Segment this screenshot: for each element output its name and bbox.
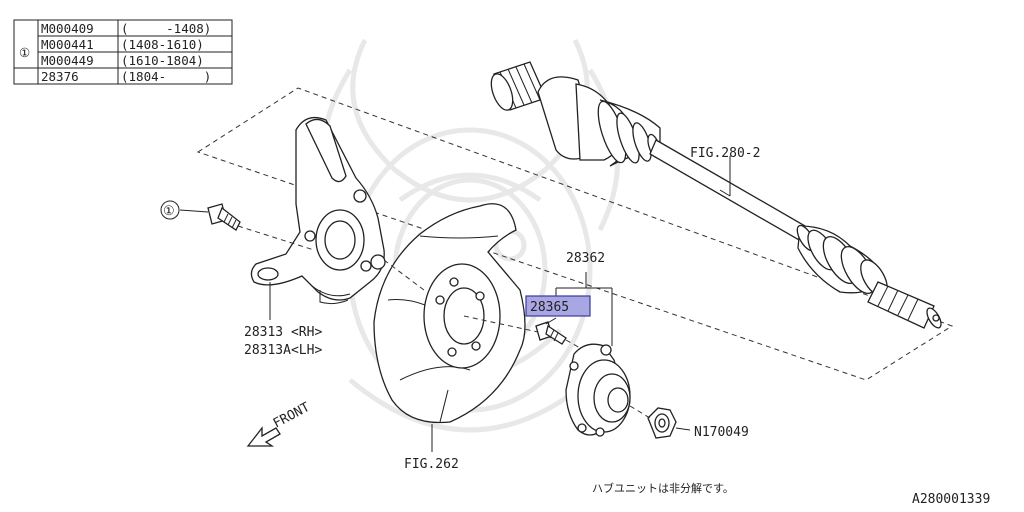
hub-bolt-callout[interactable]: 28365 [530, 300, 569, 315]
outer-spline-stub [867, 281, 942, 329]
inner-boot [597, 99, 661, 167]
assembly-boundary [196, 87, 954, 381]
ref-table-range: (1408-1610) [121, 37, 204, 52]
knuckle-lh-callout[interactable]: 28313A<LH> [244, 343, 322, 358]
backing-plate-callout[interactable]: FIG.262 [404, 457, 459, 472]
outer-boot [796, 224, 888, 297]
nut-callout[interactable]: N170049 [694, 425, 749, 440]
front-direction: FRONT [246, 400, 313, 447]
drive-shaft[interactable] [487, 61, 944, 330]
hub-unit[interactable] [565, 343, 631, 437]
assembly-axis [565, 339, 581, 349]
bolt-callout-circle [160, 200, 180, 220]
hub-nut[interactable] [647, 407, 677, 439]
bolt-callout[interactable]: ① [163, 204, 175, 219]
assembly-axis [463, 315, 539, 333]
hub-note: ハブユニットは非分解です。 [592, 481, 734, 495]
ref-table-marker: ① [19, 45, 30, 60]
axle-shaft-callout[interactable]: FIG.280-2 [690, 146, 760, 161]
ref-table-range: (1804- ) [121, 69, 211, 84]
ref-table-part: M000409 [41, 21, 94, 36]
ref-table-range: ( -1408) [121, 21, 211, 36]
backing-plate[interactable] [373, 203, 526, 424]
steering-knuckle[interactable] [250, 116, 386, 305]
inner-spline-stub [490, 61, 547, 111]
ref-table-part: M000449 [41, 53, 94, 68]
knuckle-bolt[interactable] [207, 203, 241, 231]
ref-table-part: M000441 [41, 37, 94, 52]
hub-assembly-callout[interactable]: 28362 [566, 251, 605, 266]
front-arrow-icon [246, 426, 281, 447]
diagram-id: A280001339 [912, 492, 990, 507]
leader-lines [179, 156, 731, 452]
assembly-axis [237, 225, 315, 251]
ref-table: ① M000409 ( -1408) M000441 (1408-1610) M… [13, 19, 233, 85]
assembly-axis [629, 405, 651, 419]
front-label: FRONT [271, 400, 313, 432]
knuckle-rh-callout[interactable]: 28313 <RH> [244, 325, 322, 340]
hub-bolt-highlight [525, 295, 591, 317]
ref-table-part: 28376 [41, 69, 79, 84]
hub-bolt[interactable] [535, 321, 567, 345]
ref-table-range: (1610-1804) [121, 53, 204, 68]
